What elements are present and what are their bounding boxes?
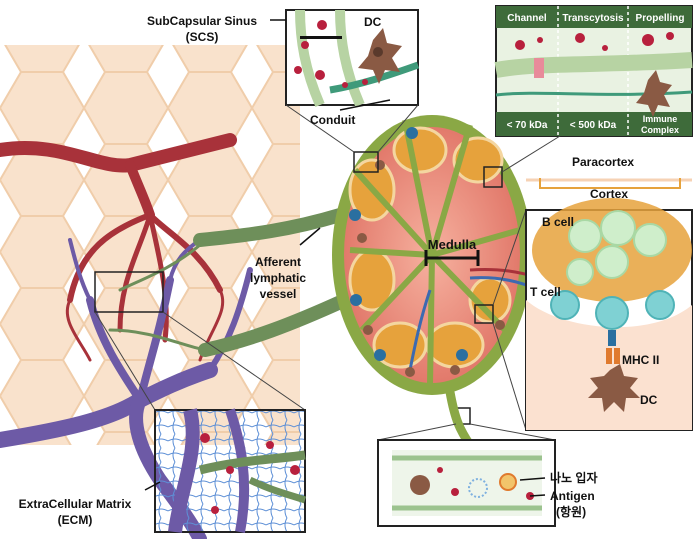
afferent-label-2: lymphatic [250, 271, 306, 285]
callout-lines [94, 104, 561, 441]
afferent-label-3: vessel [260, 287, 297, 301]
cortex-panel [525, 178, 693, 431]
t-cells-in-node [349, 127, 468, 361]
afferent-lymphatic-vessels [108, 208, 352, 357]
antigen-label-2: (항원) [556, 504, 586, 519]
tissue-background [0, 45, 300, 445]
ecm-panel [154, 408, 307, 533]
label-arrows [144, 19, 546, 497]
medulla-label: Medulla [428, 237, 477, 252]
cortex-label: Cortex [590, 187, 628, 201]
lt70-label: < 70 kDa [507, 120, 548, 131]
immune-complex-label-1: Immune [643, 114, 678, 124]
scs-panel [285, 9, 420, 107]
ecm-label-2: (ECM) [58, 513, 93, 527]
immune-complex-label-2: Complex [641, 125, 679, 135]
nanoparticle-label: 나노 입자 [550, 470, 598, 485]
paracortex-zoom-source-box [483, 166, 503, 188]
medulla-scale-bar [424, 250, 480, 266]
scs-label-line1: SubCapsular Sinus [147, 14, 257, 28]
dc-right-label: DC [640, 393, 658, 407]
afferent-label-1: Afferent [255, 255, 301, 269]
ecm-label-1: ExtraCellular Matrix [19, 497, 132, 511]
transport-panel [494, 5, 693, 137]
propelling-label: Propelling [636, 13, 685, 24]
lymph-node [332, 115, 541, 425]
lt500-label: < 500 kDa [570, 120, 617, 131]
ecm-zoom-source-box [94, 271, 164, 313]
scs-zoom-source-box [353, 151, 379, 173]
tcell-label: T cell [530, 285, 561, 299]
mhc-label: MHC II [622, 353, 659, 367]
antigen-label-1: Antigen [550, 489, 595, 503]
efferent-vessel [445, 391, 474, 448]
scs-label-line2: (SCS) [186, 30, 219, 44]
channel-label: Channel [507, 13, 547, 24]
bcell-label: B cell [542, 215, 574, 229]
dc-top-label: DC [364, 15, 382, 29]
transcytosis-label: Transcytosis [562, 13, 624, 24]
paracortex-label: Paracortex [572, 155, 634, 169]
efferent-panel [377, 439, 556, 527]
conduit-label: Conduit [310, 113, 355, 127]
cortex-zoom-source-box [474, 304, 494, 324]
